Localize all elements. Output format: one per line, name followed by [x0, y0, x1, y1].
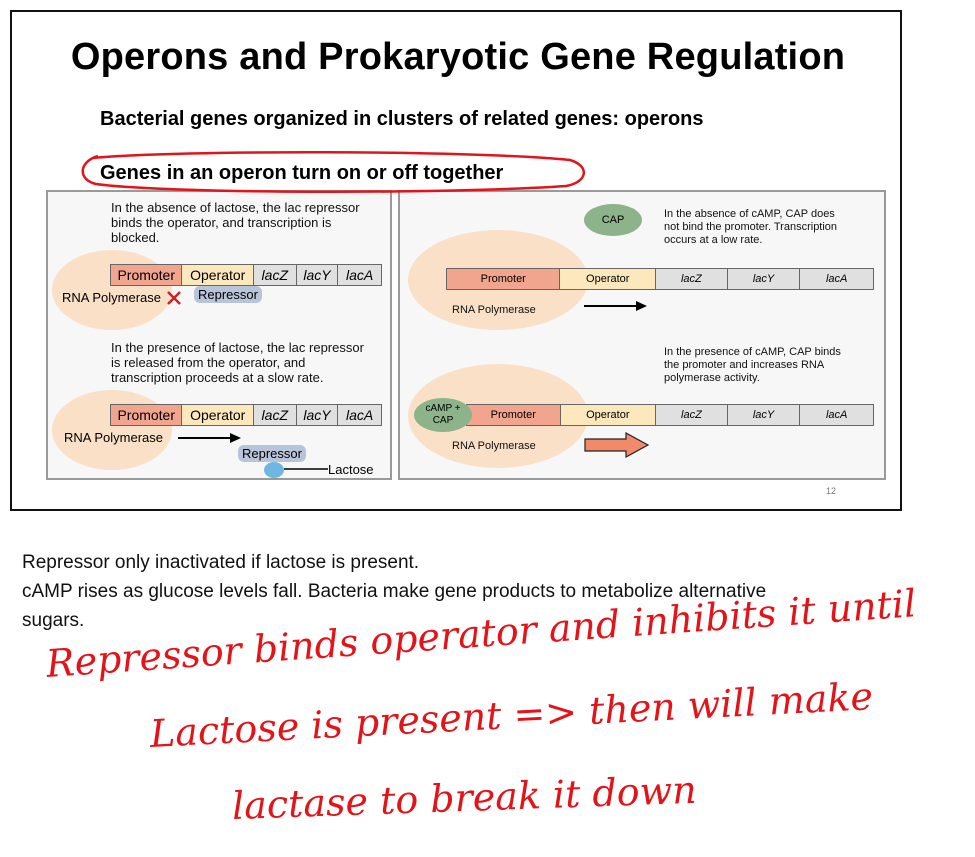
- rna-polymerase-label: RNA Polymerase: [452, 440, 536, 452]
- operon-bar-top: Promoter Operator lacZ lacY lacA: [446, 268, 874, 290]
- repressor-bound: Repressor: [194, 286, 262, 303]
- laca-segment: lacA: [800, 269, 873, 289]
- promoter-segment: Promoter: [447, 269, 561, 289]
- lacy-segment: lacY: [727, 269, 801, 289]
- lacy-segment: lacY: [296, 405, 339, 425]
- transcription-arrow-icon: [178, 433, 241, 443]
- page-number: 12: [826, 486, 837, 496]
- promoter-segment: Promoter: [467, 405, 561, 425]
- presence-camp-text: In the presence of cAMP, CAP binds the p…: [664, 346, 841, 384]
- laca-segment: lacA: [338, 265, 381, 285]
- operon-bar-bottom: Promoter Operator lacZ lacY lacA: [466, 404, 874, 426]
- lacz-segment: lacZ: [253, 265, 297, 285]
- lacz-segment: lacZ: [656, 269, 728, 289]
- bullet-operons: Bacterial genes organized in clusters of…: [100, 108, 704, 130]
- rna-polymerase-label: RNA Polymerase: [452, 304, 536, 316]
- operator-segment: Operator: [182, 405, 254, 425]
- handwritten-note-3: lactase to break it down: [231, 767, 698, 828]
- repressor-released: Repressor: [238, 445, 306, 462]
- lacy-segment: lacY: [296, 265, 339, 285]
- lactose-molecule-icon: [264, 462, 284, 478]
- rna-polymerase-label: RNA Polymerase: [64, 430, 163, 445]
- low-transcription-arrow-icon: [584, 301, 647, 311]
- lacz-segment: lacZ: [253, 405, 297, 425]
- lacz-segment: lacZ: [656, 405, 728, 425]
- notes-line-3: sugars.: [22, 610, 85, 631]
- promoter-segment: Promoter: [111, 405, 183, 425]
- notes-line-2: cAMP rises as glucose levels fall. Bacte…: [22, 581, 767, 602]
- presence-lactose-text: In the presence of lactose, the lac repr…: [111, 340, 364, 385]
- notes-line-1: Repressor only inactivated if lactose is…: [22, 552, 420, 573]
- operator-segment: Operator: [560, 405, 657, 425]
- handwritten-note-2: Lactose is present => then will make: [148, 674, 874, 756]
- camp-cap-complex: cAMP +CAP: [414, 398, 472, 432]
- lactose-pointer-line: [284, 468, 328, 470]
- absence-camp-text: In the absence of cAMP, CAP does not bin…: [664, 208, 838, 246]
- high-transcription-arrow-icon: [584, 432, 650, 458]
- rna-polymerase-blob-top: [52, 250, 172, 330]
- operator-segment: Operator: [560, 269, 657, 289]
- rna-polymerase-label: RNA Polymerase: [62, 290, 161, 305]
- promoter-segment: Promoter: [111, 265, 183, 285]
- cap-camp-panel: CAP In the absence of cAMP, CAP does not…: [398, 190, 886, 480]
- slide-title: Operons and Prokaryotic Gene Regulation: [70, 36, 846, 78]
- cap-protein: CAP: [584, 204, 642, 236]
- laca-segment: lacA: [338, 405, 381, 425]
- rna-polymerase-blob-bottom: [52, 390, 172, 470]
- laca-segment: lacA: [800, 405, 874, 425]
- lacy-segment: lacY: [727, 405, 801, 425]
- absence-lactose-text: In the absence of lactose, the lac repre…: [111, 200, 360, 245]
- blocked-x-icon: [167, 291, 181, 305]
- operon-bar-bottom: Promoter Operator lacZ lacY lacA: [110, 404, 382, 426]
- lac-repressor-panel: In the absence of lactose, the lac repre…: [46, 190, 392, 480]
- slide: Operons and Prokaryotic Gene Regulation …: [10, 10, 902, 511]
- operator-segment: Operator: [182, 265, 254, 285]
- operon-bar-top: Promoter Operator lacZ lacY lacA: [110, 264, 382, 286]
- bullet-genes-together: Genes in an operon turn on or off togeth…: [100, 162, 504, 184]
- lactose-label: Lactose: [328, 462, 374, 477]
